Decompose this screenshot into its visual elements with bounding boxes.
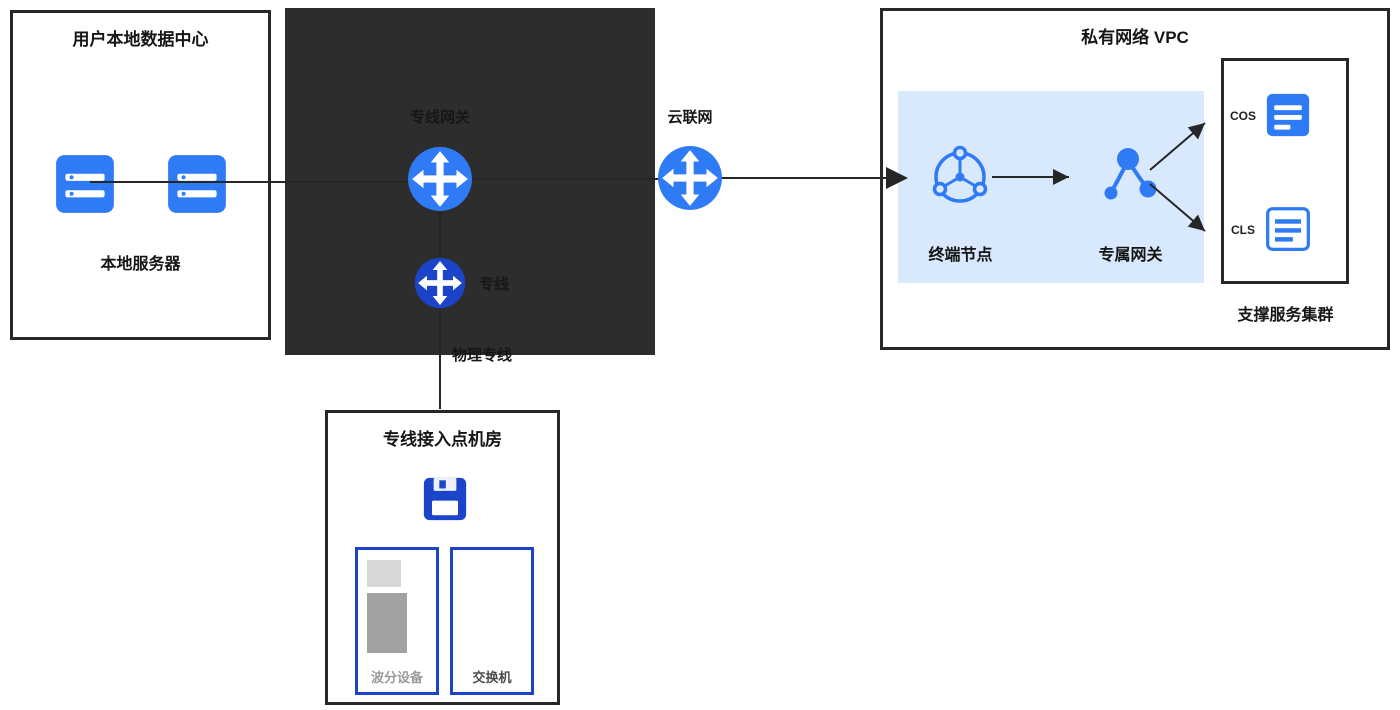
hub-icon xyxy=(928,145,992,209)
storage-icon xyxy=(1262,89,1314,141)
direct-connect-gateway-label: 专线网关 xyxy=(409,109,470,126)
idc-box: 用户本地数据中心 本地服务器 xyxy=(10,10,271,340)
log-icon xyxy=(1262,203,1314,255)
equipment-shape xyxy=(367,593,407,653)
tunnel-gateway-label: 专线 xyxy=(479,276,510,293)
rack-switch: 交换机 xyxy=(450,547,534,695)
services-caption: 支撑服务集群 xyxy=(1237,307,1334,324)
router-icon-dark xyxy=(414,257,466,309)
dedicated-gateway-label: 专属网关 xyxy=(1098,247,1163,264)
services-box: COS CLS xyxy=(1221,58,1349,284)
connector-gateway-to-cos xyxy=(1149,122,1206,171)
router-icon xyxy=(657,145,723,211)
vpc-title: 私有网络 VPC xyxy=(1081,28,1189,47)
connector-gateway-to-cls xyxy=(1149,183,1206,232)
service-label-cls: CLS xyxy=(1231,223,1255,237)
idc-servers-row xyxy=(13,151,268,217)
switch-icon xyxy=(419,473,471,525)
rack-wdm-device: 波分设备 xyxy=(355,547,439,695)
idc-title: 用户本地数据中心 xyxy=(72,30,209,49)
access-point-box: 专线接入点机房 波分设备 交换机 xyxy=(325,410,560,705)
service-label-cos: COS xyxy=(1229,109,1256,123)
server-icon xyxy=(52,151,118,217)
server-icon xyxy=(164,151,230,217)
rack-label-wdm: 波分设备 xyxy=(370,670,423,685)
idc-servers-label: 本地服务器 xyxy=(100,256,181,273)
equipment-shape xyxy=(367,560,401,587)
cloud-connect-network-label: 云联网 xyxy=(667,109,713,126)
access-point-title: 专线接入点机房 xyxy=(383,430,502,449)
router-icon xyxy=(407,146,473,212)
vpc-box: 私有网络 VPC 终端节点 xyxy=(880,8,1390,350)
endpoint-label: 终端节点 xyxy=(928,247,993,264)
rack-label-switch: 交换机 xyxy=(472,670,512,685)
physical-line-label: 物理专线 xyxy=(452,347,513,364)
share-nodes-icon xyxy=(1098,145,1162,209)
